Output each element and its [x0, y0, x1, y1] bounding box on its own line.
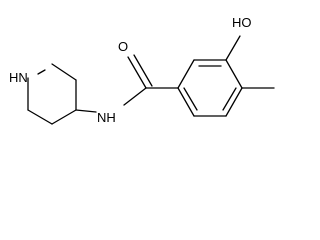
bond: [222, 87, 237, 111]
benzene-ring: [177, 59, 243, 117]
bond: [177, 87, 195, 117]
bond: [183, 87, 198, 111]
bond: [27, 109, 53, 125]
bond: [177, 59, 195, 89]
hydroxyl-label: HO: [232, 15, 252, 30]
piperidine-ring: [27, 63, 77, 125]
structure-diagram: HO O NH HN: [9, 15, 275, 125]
carbonyl-oxygen-label: O: [118, 39, 128, 54]
amide-linkage: [75, 54, 179, 113]
bond: [225, 59, 243, 89]
bond: [123, 87, 147, 106]
bond: [75, 109, 97, 113]
piperidine-nitrogen-label: HN: [9, 70, 28, 85]
amide-nitrogen-label: NH: [97, 110, 116, 125]
bond: [225, 35, 241, 61]
bond: [51, 63, 77, 81]
bond: [37, 69, 46, 75]
bond: [225, 87, 243, 117]
substituents: [225, 35, 275, 89]
bond: [127, 56, 147, 89]
bond: [51, 109, 77, 125]
bond: [133, 54, 153, 87]
